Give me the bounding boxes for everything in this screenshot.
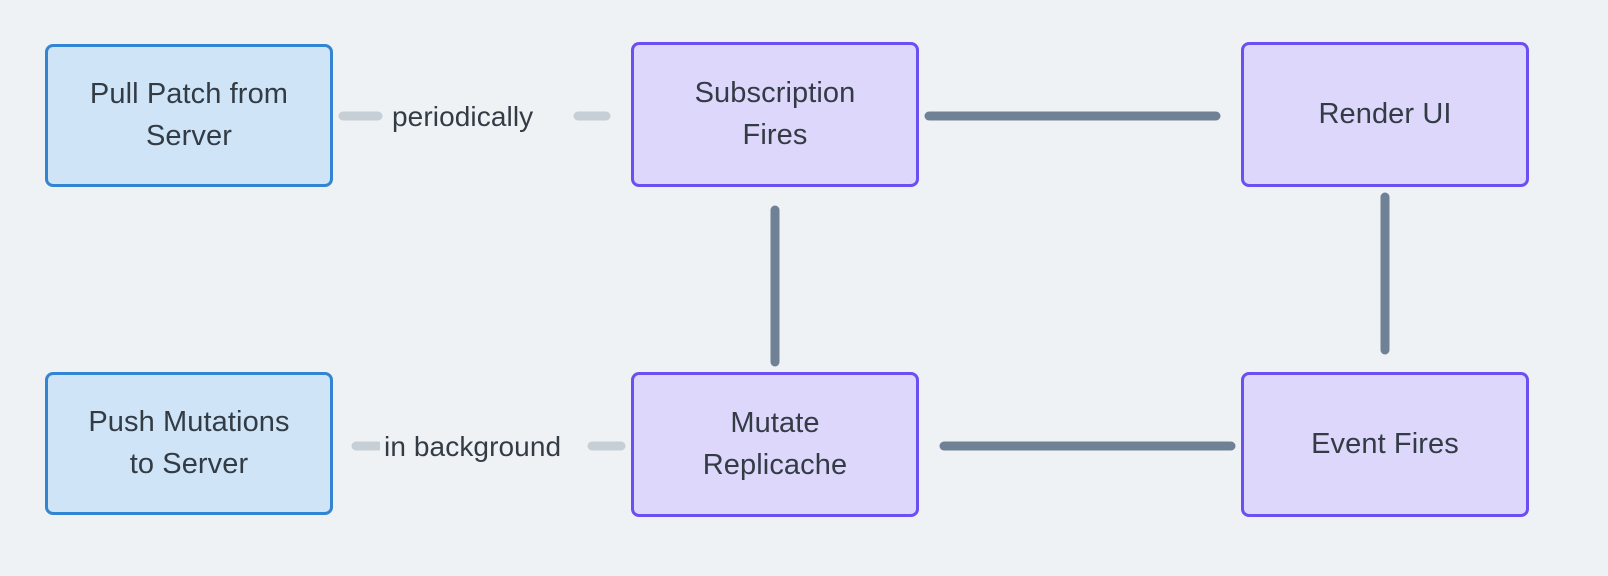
node-render-ui[interactable]: Render UI	[1241, 42, 1529, 187]
node-label: Render UI	[1318, 97, 1452, 130]
edge-label-in-background: in background	[380, 433, 566, 461]
node-push-mutations-to-server[interactable]: Push Mutations to Server	[45, 372, 333, 515]
node-event-fires[interactable]: Event Fires	[1241, 372, 1529, 517]
node-label: Pull Patch from Server	[89, 78, 289, 152]
node-mutate-replicache[interactable]: Mutate Replicache	[631, 372, 919, 517]
node-pull-patch-from-server[interactable]: Pull Patch from Server	[45, 44, 333, 187]
edge-label-periodically: periodically	[388, 103, 538, 131]
node-label: Event Fires	[1311, 427, 1459, 460]
node-label: Push Mutations to Server	[88, 406, 290, 480]
node-label: Subscription Fires	[694, 77, 856, 151]
node-label: Mutate Replicache	[702, 407, 848, 481]
node-subscription-fires[interactable]: Subscription Fires	[631, 42, 919, 187]
